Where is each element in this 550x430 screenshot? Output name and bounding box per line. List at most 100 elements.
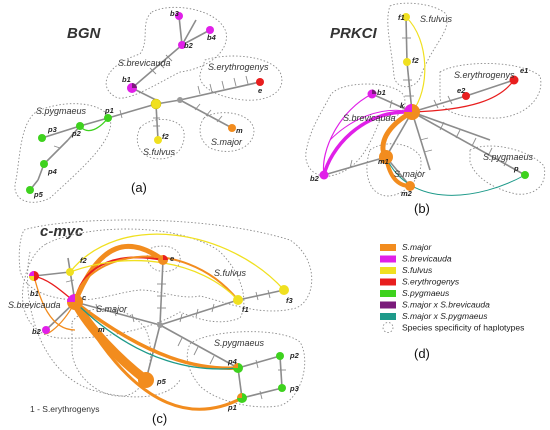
node-a-b2 bbox=[178, 41, 186, 49]
link-c-f2-f3 bbox=[69, 233, 285, 291]
label-a-major: S.major bbox=[211, 137, 243, 147]
panel-label-b: (b) bbox=[414, 201, 430, 216]
node-a-p3 bbox=[38, 134, 46, 142]
node-a-b4 bbox=[206, 26, 214, 34]
link-b-k-brev bbox=[329, 109, 413, 141]
median-vector-c1 bbox=[157, 322, 163, 328]
hull-c-outer bbox=[18, 219, 313, 312]
link-b-b1-b2 bbox=[322, 93, 373, 176]
title-prkci: PRKCI bbox=[330, 25, 378, 42]
node-b-e1 bbox=[509, 75, 519, 85]
node-c-p5 bbox=[138, 372, 154, 388]
node-label-c-p5: p5 bbox=[156, 377, 167, 386]
nodes-a bbox=[26, 12, 264, 194]
node-c-b2 bbox=[42, 326, 50, 334]
nodes-b bbox=[319, 13, 529, 191]
hull-b-erythrogenys bbox=[439, 63, 542, 119]
node-label-c-m: m bbox=[98, 325, 105, 334]
legend-swatch-6 bbox=[380, 313, 396, 320]
hull-c-e bbox=[146, 245, 181, 272]
node-label-c-f1: f1 bbox=[242, 305, 249, 314]
node-label-a-b1: b1 bbox=[122, 75, 131, 84]
link-b-f1-k bbox=[405, 16, 426, 113]
node-a-p4 bbox=[40, 160, 48, 168]
legend-swatch-1 bbox=[380, 255, 396, 263]
node-label-c-p4: p4 bbox=[227, 357, 238, 366]
legend-swatch-5 bbox=[380, 301, 396, 309]
legend-label-4: S.pygmaeus bbox=[402, 288, 450, 298]
node-a-p5 bbox=[26, 186, 34, 194]
edges-a bbox=[29, 15, 261, 191]
node-b-m2 bbox=[405, 181, 415, 191]
hull-c-main-brevicauda bbox=[22, 228, 245, 339]
panel-label-a: (a) bbox=[131, 180, 147, 195]
title-cmyc: c-myc bbox=[40, 223, 84, 240]
node-b-b2 bbox=[319, 170, 329, 180]
mutation-ticks-b bbox=[349, 37, 509, 169]
node-label-b-f1: f1 bbox=[398, 13, 405, 22]
legend-swatch-3 bbox=[380, 278, 396, 286]
node-c-f2 bbox=[66, 268, 74, 276]
legend-dotted-circle-icon bbox=[382, 322, 394, 333]
hull-b-fulvus bbox=[387, 2, 448, 88]
link-b-k-b2 bbox=[322, 110, 413, 176]
node-b-m1 bbox=[379, 150, 393, 164]
node-label-b-m1: m1 bbox=[378, 157, 389, 166]
legend-label-2: S.fulvus bbox=[402, 265, 433, 275]
node-label-a-b3: b3 bbox=[170, 9, 180, 18]
note-erythrogenys: 1 - S.erythrogenys bbox=[30, 404, 99, 414]
node-c-p3 bbox=[278, 384, 286, 392]
legend-label-3: S.erythrogenys bbox=[402, 277, 460, 287]
node-label-b-b1: b1 bbox=[377, 88, 386, 97]
node-b-f1 bbox=[402, 13, 410, 21]
node-label-c-c: c bbox=[82, 293, 87, 302]
node-label-b-k: k bbox=[400, 101, 405, 110]
node-label-a-b2: b2 bbox=[184, 41, 194, 50]
hull-b-brevicauda bbox=[305, 83, 406, 177]
node-label-c-e: e bbox=[170, 254, 174, 263]
panel-label-c: (c) bbox=[152, 411, 167, 426]
node-label-c-b1: b1 bbox=[30, 289, 39, 298]
node-b-e2 bbox=[462, 92, 470, 100]
node-b-p bbox=[521, 171, 529, 179]
title-bgn: BGN bbox=[67, 25, 102, 42]
link-c-b1-arc bbox=[33, 275, 76, 331]
hull-b-pygmaeus bbox=[469, 145, 546, 195]
link-c-c-e bbox=[72, 243, 165, 303]
node-a-p1 bbox=[104, 114, 112, 122]
label-a-pygmaeus: S.pygmaeus bbox=[36, 106, 87, 116]
legend-label-0: S.major bbox=[402, 242, 432, 252]
node-label-c-f3: f3 bbox=[286, 296, 293, 305]
legend-note: Species specificity of haplotypes bbox=[402, 323, 524, 333]
label-c-brevicauda: S.brevicauda bbox=[8, 300, 61, 310]
node-a-e bbox=[256, 78, 264, 86]
node-label-a-p4: p4 bbox=[47, 167, 58, 176]
label-b-brevicauda: S.brevicauda bbox=[343, 113, 396, 123]
node-label-a-p5: p5 bbox=[33, 190, 44, 199]
label-c-fulvus: S.fulvus bbox=[214, 268, 247, 278]
hull-c-whole bbox=[27, 251, 181, 398]
label-b-erythrogenys: S.erythrogenys bbox=[454, 70, 515, 80]
node-label-c-p1: p1 bbox=[227, 403, 237, 412]
median-vector-a1 bbox=[177, 97, 183, 103]
node-label-b-m2: m2 bbox=[401, 189, 413, 198]
legend: S.majorS.brevicaudaS.fulvusS.erythrogeny… bbox=[380, 242, 524, 333]
node-a-m bbox=[228, 124, 236, 132]
node-label-b-e2: e2 bbox=[457, 86, 466, 95]
node-label-c-p2: p2 bbox=[289, 351, 300, 360]
node-label-a-e: e bbox=[258, 86, 262, 95]
panel-c-cmyc: c-myc bbox=[8, 219, 313, 426]
hull-c-major bbox=[71, 308, 152, 397]
panel-label-d: (d) bbox=[414, 346, 430, 361]
edges-c bbox=[33, 257, 285, 399]
link-b-m1-p bbox=[385, 156, 526, 196]
legend-swatch-0 bbox=[380, 244, 396, 251]
node-c-f1 bbox=[233, 295, 243, 305]
node-label-c-b2: b2 bbox=[32, 327, 42, 336]
node-label-b-e1: e1 bbox=[520, 66, 528, 75]
link-c-c-p4-teal bbox=[74, 301, 239, 370]
hull-a-fulvus bbox=[136, 119, 185, 160]
label-b-pygmaeus: S.pygmaeus bbox=[483, 152, 534, 162]
legend-label-5: S.major x S.brevicauda bbox=[402, 300, 490, 310]
